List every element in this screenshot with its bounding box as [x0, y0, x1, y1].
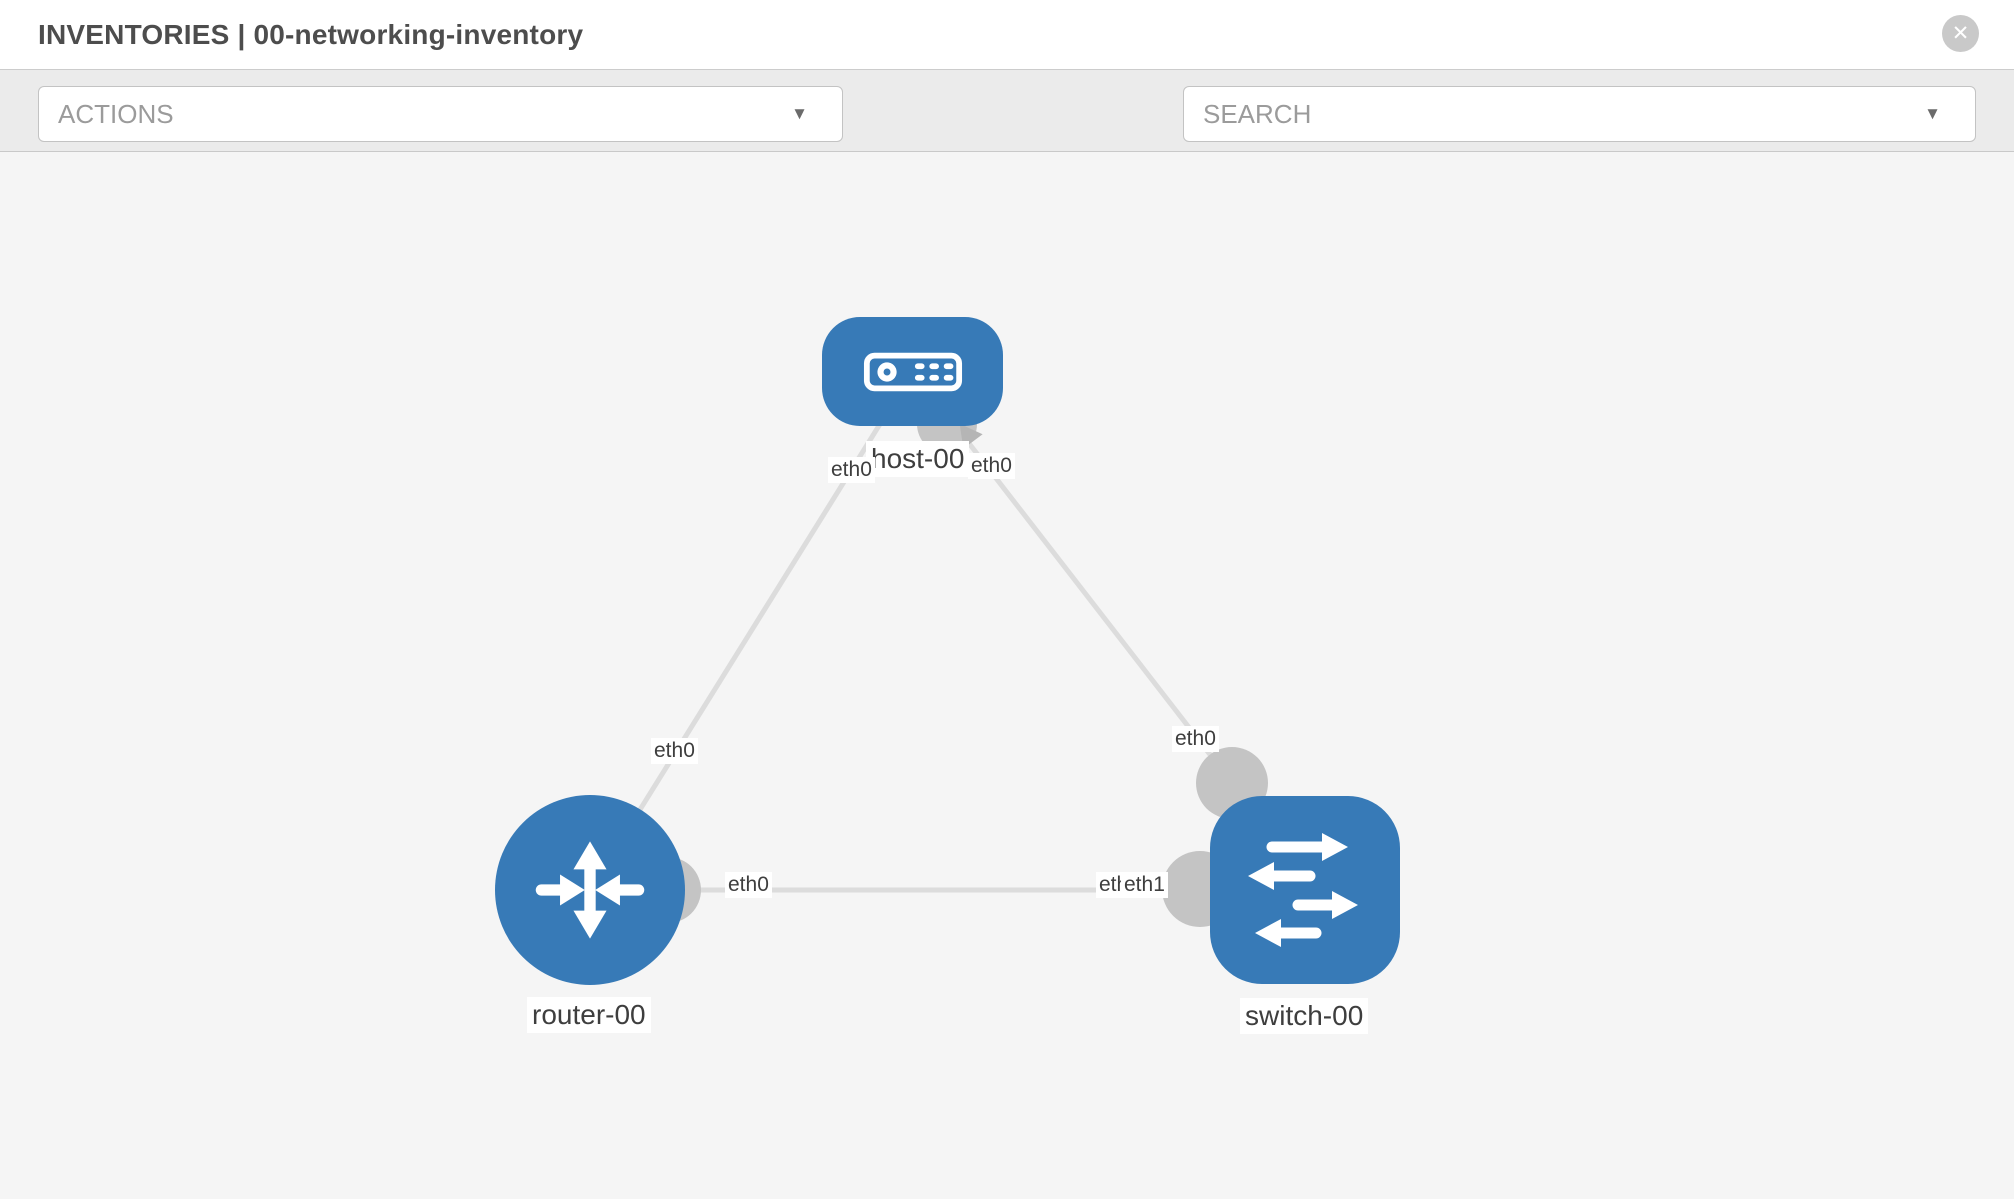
search-dropdown[interactable]: SEARCH ▼ — [1183, 86, 1976, 142]
page-title: INVENTORIES | 00-networking-inventory — [38, 19, 584, 50]
switch-icon — [1248, 833, 1358, 947]
interface-label-router-to-switch: eth0 — [725, 872, 772, 898]
interface-label-switch-to-router: eth1 — [1121, 872, 1168, 898]
chevron-down-icon: ▼ — [1924, 104, 1941, 123]
router-icon — [535, 841, 645, 939]
toolbar: ACTIONS ▼ SEARCH ▼ — [0, 70, 2014, 203]
chevron-down-icon: ▼ — [791, 104, 808, 123]
close-button[interactable]: ✕ — [1942, 15, 1979, 52]
topology-edges-layer — [587, 369, 1305, 927]
interface-label-host-to-router: eth0 — [828, 457, 875, 483]
actions-dropdown[interactable]: ACTIONS ▼ — [38, 86, 843, 142]
search-dropdown-label: SEARCH — [1203, 99, 1312, 129]
node-label-host: host-00 — [866, 441, 970, 477]
topology-canvas[interactable]: host-00 router-00 switch-00 eth0 eth0 et… — [0, 152, 2014, 1199]
interface-label-host-to-switch: eth0 — [968, 453, 1015, 479]
node-switch[interactable] — [1210, 796, 1400, 984]
actions-dropdown-label: ACTIONS — [58, 99, 174, 129]
interface-label-router-to-host: eth0 — [651, 738, 698, 764]
host-icon — [863, 352, 962, 391]
close-icon: ✕ — [1951, 22, 1970, 45]
interface-label-switch-to-host: eth0 — [1172, 726, 1219, 752]
node-host[interactable] — [822, 317, 1003, 426]
node-label-router: router-00 — [527, 997, 651, 1033]
page-header: INVENTORIES | 00-networking-inventory ✕ — [0, 0, 2014, 70]
node-label-switch: switch-00 — [1240, 998, 1369, 1034]
node-router[interactable] — [495, 795, 685, 985]
